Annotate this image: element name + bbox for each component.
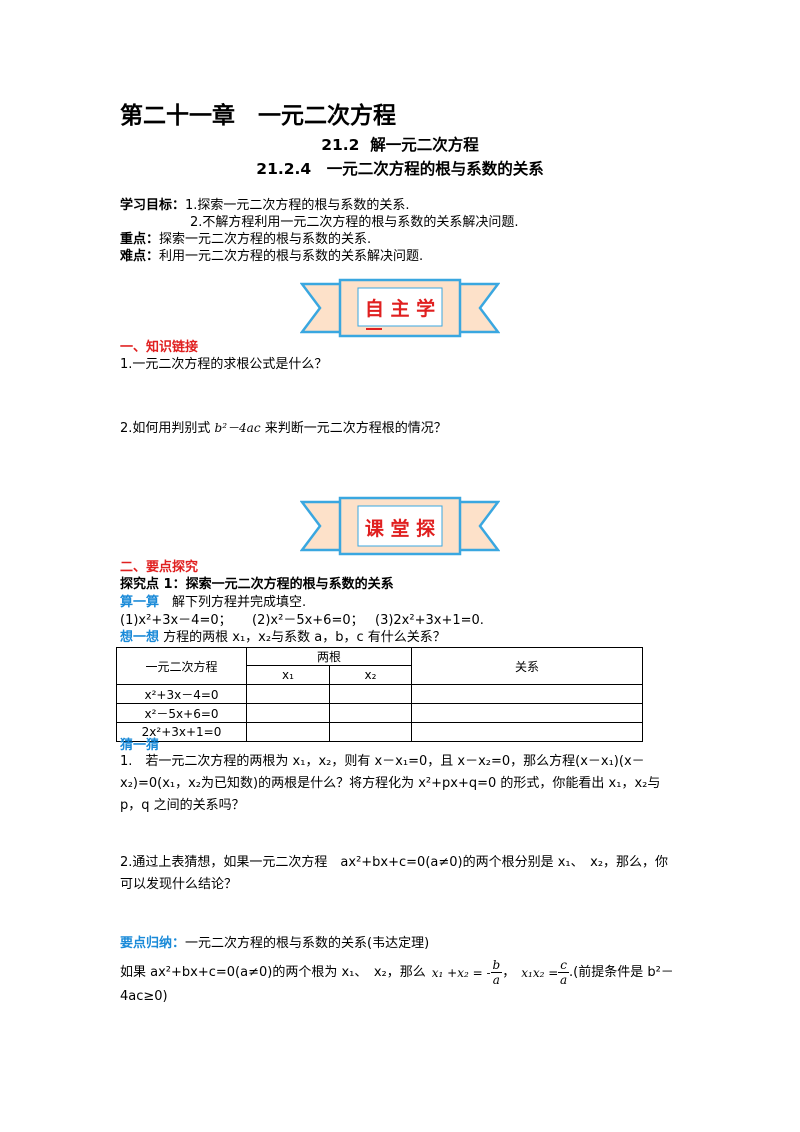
summary-title: 一元二次方程的根与系数的关系(韦达定理) [185, 936, 430, 951]
product-numerator: c [558, 958, 569, 973]
vieta-statement: 如果 ax²+bx+c=0(a≠0)的两个根为 x₁、 x₂，那么 x₁ +x₂… [120, 958, 680, 1007]
difficulty-text: 利用一元二次方程的根与系数的关系解决问题. [159, 249, 424, 264]
key-text: 探索一元二次方程的根与系数的关系. [159, 232, 372, 247]
objectives-label: 学习目标： [120, 198, 186, 213]
guess-label: 猜一猜 [120, 738, 160, 753]
row-equation: x²+3x－4=0 [116, 684, 247, 704]
think-label: 想一想 [120, 630, 160, 645]
ribbon-icon [299, 496, 501, 556]
guess-paragraph-1: 1. 若一元二次方程的两根为 x₁，x₂，则有 x－x₁=0，且 x－x₂=0，… [120, 754, 661, 813]
part1-heading: 一、知识链接 [120, 340, 199, 355]
cell-relation[interactable] [411, 684, 643, 704]
objective-2: 2.不解方程利用一元二次方程的根与系数的关系解决问题. [190, 215, 519, 230]
table-row: 2x²+3x+1=0 [116, 722, 643, 742]
section-title: 21.2 解一元二次方程 [321, 136, 479, 154]
key-point: 重点：探索一元二次方程的根与系数的关系. [120, 231, 371, 249]
discriminant-expr: b²－4ac [214, 421, 261, 435]
row-equation: x²－5x+6=0 [116, 703, 247, 723]
chapter-title: 第二十一章 一元二次方程 [120, 103, 396, 129]
banner-class-explore-text: 课 堂 探 [364, 518, 436, 540]
think-text: 方程的两根 x₁，x₂与系数 a，b，c 有什么关系？ [159, 630, 446, 645]
banner-text-cut [366, 328, 382, 330]
vieta-condition-b: 4ac≥0) [120, 989, 168, 1004]
question-2-pre: 2.如何用判别式 [120, 421, 215, 436]
product-denominator: a [560, 973, 568, 987]
equation-3: (3)2x²+3x+1=0. [375, 613, 484, 628]
vieta-condition-a: .(前提条件是 b²－ [569, 964, 674, 980]
calc-label: 算一算 [120, 595, 160, 610]
think-line: 想一想 方程的两根 x₁，x₂与系数 a，b，c 有什么关系？ [120, 629, 446, 647]
banner-self-study: 自 主 学 [299, 276, 501, 340]
cell-x2[interactable] [329, 703, 412, 723]
sum-numerator: b [490, 958, 503, 973]
table-row: x²+3x－4=0 [116, 684, 643, 704]
header-relation: 关系 [411, 647, 643, 685]
objectives-line1: 学习目标：1.探索一元二次方程的根与系数的关系. [120, 197, 410, 215]
difficulty-label: 难点： [120, 249, 160, 264]
cell-relation[interactable] [411, 722, 643, 742]
sum-denominator: a [492, 973, 500, 987]
part2-heading: 二、要点探究 [120, 560, 199, 575]
vieta-comma: ， [502, 964, 516, 980]
guess-paragraph-2: 2.通过上表猜想，如果一元二次方程 ax²+bx+c=0(a≠0)的两个根分别是… [120, 855, 669, 892]
sum-lhs: x₁ +x₂ = - [431, 965, 491, 980]
header-equation: 一元二次方程 [116, 647, 247, 685]
question-2-post: 来判断一元二次方程根的情况？ [260, 421, 447, 436]
header-roots: 两根 [246, 647, 412, 666]
ribbon-icon [299, 278, 501, 338]
row-equation: 2x²+3x+1=0 [116, 722, 247, 742]
question-2: 2.如何用判别式 b²－4ac 来判断一元二次方程根的情况？ [120, 419, 447, 438]
cell-x1[interactable] [246, 703, 330, 723]
explore-point-1: 探究点 1：探索一元二次方程的根与系数的关系 [120, 577, 394, 592]
objective-1: 1.探索一元二次方程的根与系数的关系. [185, 198, 410, 213]
summary-label: 要点归纳： [120, 936, 186, 951]
header-x2: x₂ [329, 665, 412, 685]
key-label: 重点： [120, 232, 160, 247]
banner-class-explore: 课 堂 探 [299, 494, 501, 558]
cell-relation[interactable] [411, 703, 643, 723]
cell-x1[interactable] [246, 684, 330, 704]
vieta-premise: 如果 ax²+bx+c=0(a≠0)的两个根为 x₁、 x₂，那么 [120, 964, 426, 980]
header-x1: x₁ [246, 665, 330, 685]
calc-line: 算一算 解下列方程并完成填空. [120, 594, 306, 612]
cell-x2[interactable] [329, 684, 412, 704]
equation-1: (1)x²+3x－4=0； [120, 613, 232, 628]
subsection-title: 21.2.4 一元二次方程的根与系数的关系 [256, 160, 544, 178]
banner-self-study-text: 自 主 学 [364, 298, 436, 320]
summary-heading: 要点归纳：一元二次方程的根与系数的关系(韦达定理) [120, 935, 429, 953]
relation-table: 一元二次方程 两根 关系 x₁ x₂ x²+3x－4=0 x²－5x+6=0 2… [116, 647, 643, 742]
cell-x2[interactable] [329, 722, 412, 742]
equation-2: (2)x²－5x+6=0； [252, 613, 364, 628]
product-lhs: x₁x₂ = [521, 965, 559, 980]
question-1: 1.一元二次方程的求根公式是什么？ [120, 357, 328, 372]
difficulty-point: 难点：利用一元二次方程的根与系数的关系解决问题. [120, 248, 423, 266]
table-row: x²－5x+6=0 [116, 703, 643, 723]
calc-text: 解下列方程并完成填空. [159, 595, 307, 610]
cell-x1[interactable] [246, 722, 330, 742]
